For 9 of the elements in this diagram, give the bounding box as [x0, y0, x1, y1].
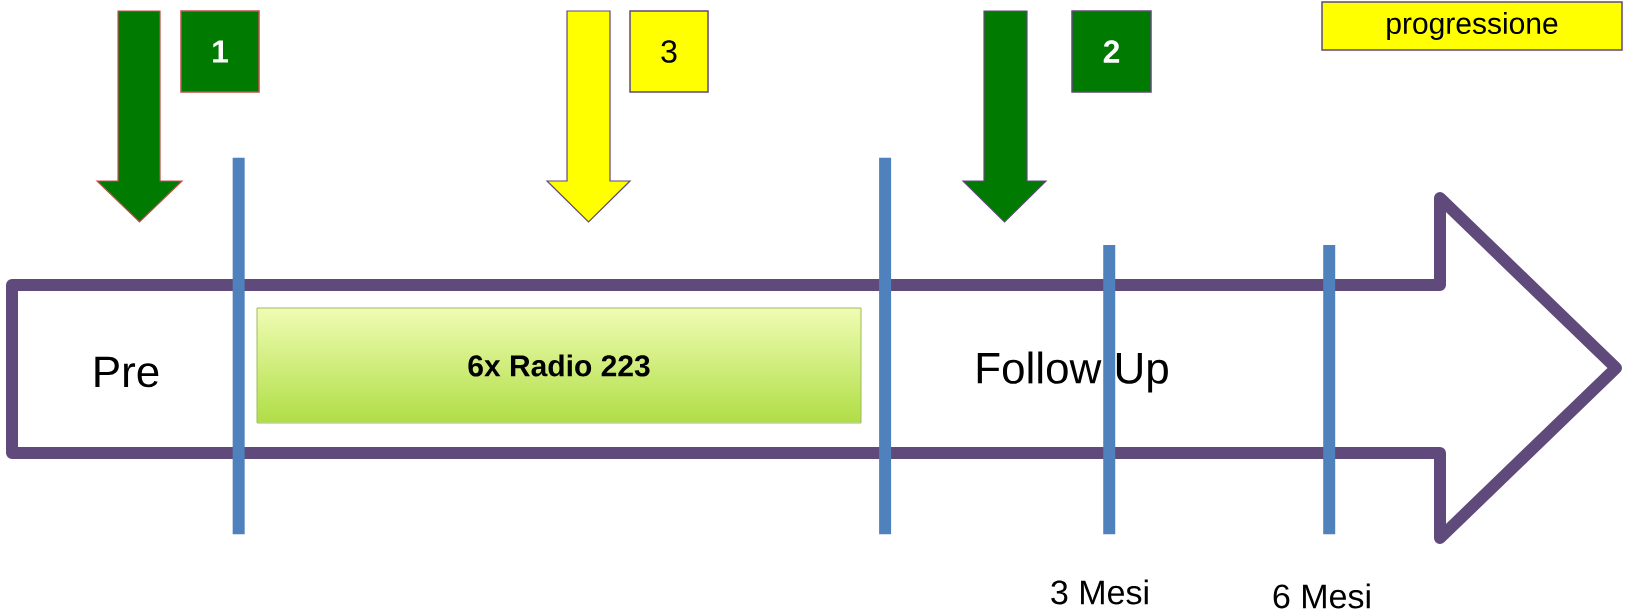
- number-box: 2: [1071, 10, 1152, 93]
- time-label: 3 Mesi: [1051, 579, 1148, 605]
- number-box: 3: [629, 10, 709, 93]
- phase-label: Follow Up: [977, 351, 1168, 393]
- phase-label: Pre: [95, 356, 159, 388]
- time-label: 6 Mesi: [1273, 583, 1370, 609]
- note-box: progressione: [1321, 1, 1623, 51]
- treatment-box: 6x Radio 223: [256, 307, 862, 424]
- number-box: 1: [180, 10, 260, 93]
